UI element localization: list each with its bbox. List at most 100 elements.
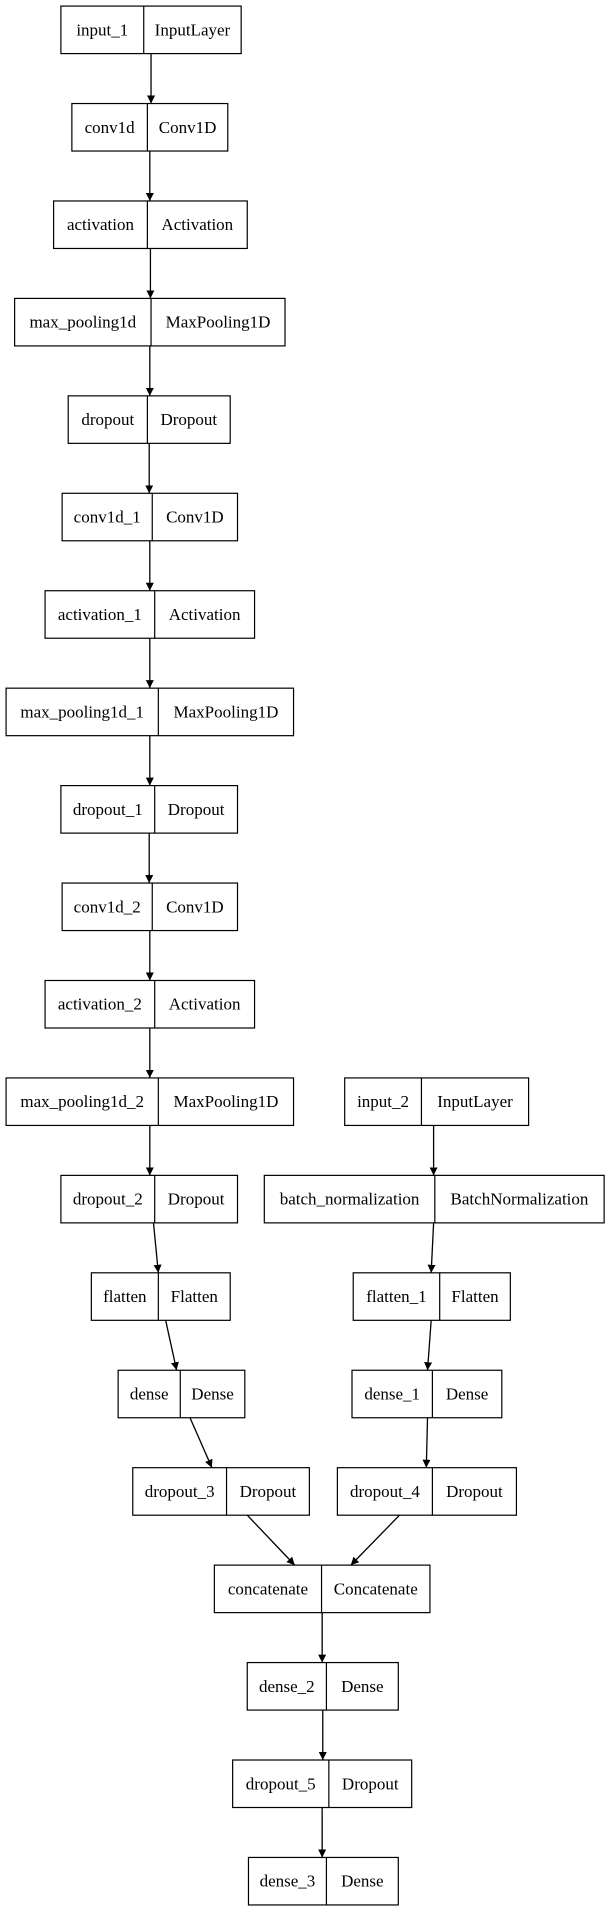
layer-type: Flatten (451, 1287, 499, 1306)
layer-type: Concatenate (334, 1579, 418, 1598)
layer-node-activation: activation Activation (52, 200, 248, 250)
layer-name: dropout_4 (350, 1482, 420, 1501)
layer-box (14, 297, 286, 347)
edge-arrow (165, 1320, 179, 1371)
layer-node-dropout-2: dropout_2 Dropout (60, 1174, 239, 1224)
layer-box (351, 1369, 503, 1419)
layer-node-dense-2: dense_2 Dense (246, 1661, 399, 1711)
layer-box (61, 882, 239, 932)
layer-type: Conv1D (159, 118, 217, 137)
edge-arrow (189, 1417, 213, 1468)
layer-node-max-pooling1d-1: max_pooling1d_1 MaxPooling1D (5, 687, 295, 737)
layer-box (117, 1369, 246, 1419)
layer-node-dense: dense Dense (117, 1369, 246, 1419)
layer-name: dense (130, 1385, 169, 1404)
edge-arrow (427, 1222, 436, 1273)
layer-box (60, 5, 242, 55)
edge-arrow (424, 1320, 433, 1371)
layer-name: dense_3 (260, 1872, 316, 1891)
layer-box (5, 687, 295, 737)
edge-arrow (246, 1514, 296, 1566)
layer-name: activation_1 (58, 605, 142, 624)
layer-type: Dense (446, 1385, 488, 1404)
edge-arrow (422, 1417, 431, 1468)
layer-box (344, 1077, 530, 1127)
layer-type: Dense (341, 1677, 383, 1696)
layer-name: dropout (81, 410, 134, 429)
layer-type: Activation (169, 995, 241, 1014)
layer-type: Conv1D (166, 897, 224, 916)
layer-node-dense-1: dense_1 Dense (351, 1369, 503, 1419)
layer-box (213, 1564, 431, 1614)
layer-name: concatenate (228, 1579, 308, 1598)
layer-box (352, 1272, 511, 1321)
layer-name: flatten (103, 1287, 147, 1306)
layer-type: Dense (191, 1385, 233, 1404)
layer-box (263, 1174, 605, 1224)
layer-type: Dropout (168, 800, 225, 819)
layer-box (336, 1467, 518, 1516)
layer-type: Dropout (342, 1774, 399, 1793)
layer-box (52, 200, 248, 250)
layer-type: InputLayer (155, 20, 231, 39)
layer-name: conv1d_1 (74, 508, 141, 527)
layer-name: activation (67, 215, 135, 234)
layer-name: dropout_1 (73, 800, 143, 819)
layer-name: flatten_1 (366, 1287, 426, 1306)
layer-name: dropout_5 (246, 1774, 316, 1793)
layer-type: BatchNormalization (451, 1190, 589, 1209)
layer-box (5, 1077, 295, 1127)
layer-node-activation-2: activation_2 Activation (44, 979, 256, 1029)
layer-node-concatenate: concatenate Concatenate (213, 1564, 431, 1614)
layer-type: MaxPooling1D (174, 1092, 279, 1111)
layer-type: Conv1D (166, 508, 224, 527)
layer-node-max-pooling1d-2: max_pooling1d_2 MaxPooling1D (5, 1077, 295, 1127)
layer-box (132, 1467, 310, 1516)
layer-box (232, 1759, 413, 1809)
layer-box (67, 395, 231, 444)
layer-box (44, 590, 256, 639)
layer-node-dropout-1: dropout_1 Dropout (60, 785, 239, 834)
layer-node-dropout-5: dropout_5 Dropout (232, 1759, 413, 1809)
layer-node-input-1: input_1 InputLayer (60, 5, 242, 55)
layer-box (71, 102, 229, 152)
layer-name: dense_1 (364, 1385, 420, 1404)
layer-name: max_pooling1d_1 (20, 702, 144, 721)
layer-type: Dropout (446, 1482, 503, 1501)
layer-box (247, 1856, 399, 1906)
layer-type: MaxPooling1D (166, 313, 271, 332)
layer-box (60, 1174, 239, 1224)
layer-node-dropout-4: dropout_4 Dropout (336, 1467, 518, 1516)
layer-name: batch_normalization (280, 1190, 420, 1209)
layer-name: max_pooling1d_2 (20, 1092, 144, 1111)
layer-name: input_1 (76, 20, 128, 39)
layer-type: InputLayer (437, 1092, 513, 1111)
layer-type: Dropout (168, 1190, 225, 1209)
layer-box (246, 1661, 399, 1711)
layer-name: max_pooling1d (29, 313, 136, 332)
edges (145, 53, 438, 1858)
layer-name: activation_2 (58, 995, 142, 1014)
layer-type: Activation (161, 215, 233, 234)
layer-node-dense-3: dense_3 Dense (247, 1856, 399, 1906)
layer-box (44, 979, 256, 1029)
layer-name: input_2 (357, 1092, 409, 1111)
layer-type: Dense (341, 1872, 383, 1891)
layer-node-flatten-1: flatten_1 Flatten (352, 1272, 511, 1321)
layer-box (60, 785, 239, 834)
layer-name: dense_2 (259, 1677, 315, 1696)
layer-name: dropout_3 (145, 1482, 215, 1501)
layer-type: MaxPooling1D (174, 702, 279, 721)
layer-node-max-pooling1d: max_pooling1d MaxPooling1D (14, 297, 286, 347)
layer-name: dropout_2 (73, 1190, 143, 1209)
layer-box (61, 492, 239, 542)
edge-arrow (350, 1514, 400, 1566)
layer-node-input-2: input_2 InputLayer (344, 1077, 530, 1127)
